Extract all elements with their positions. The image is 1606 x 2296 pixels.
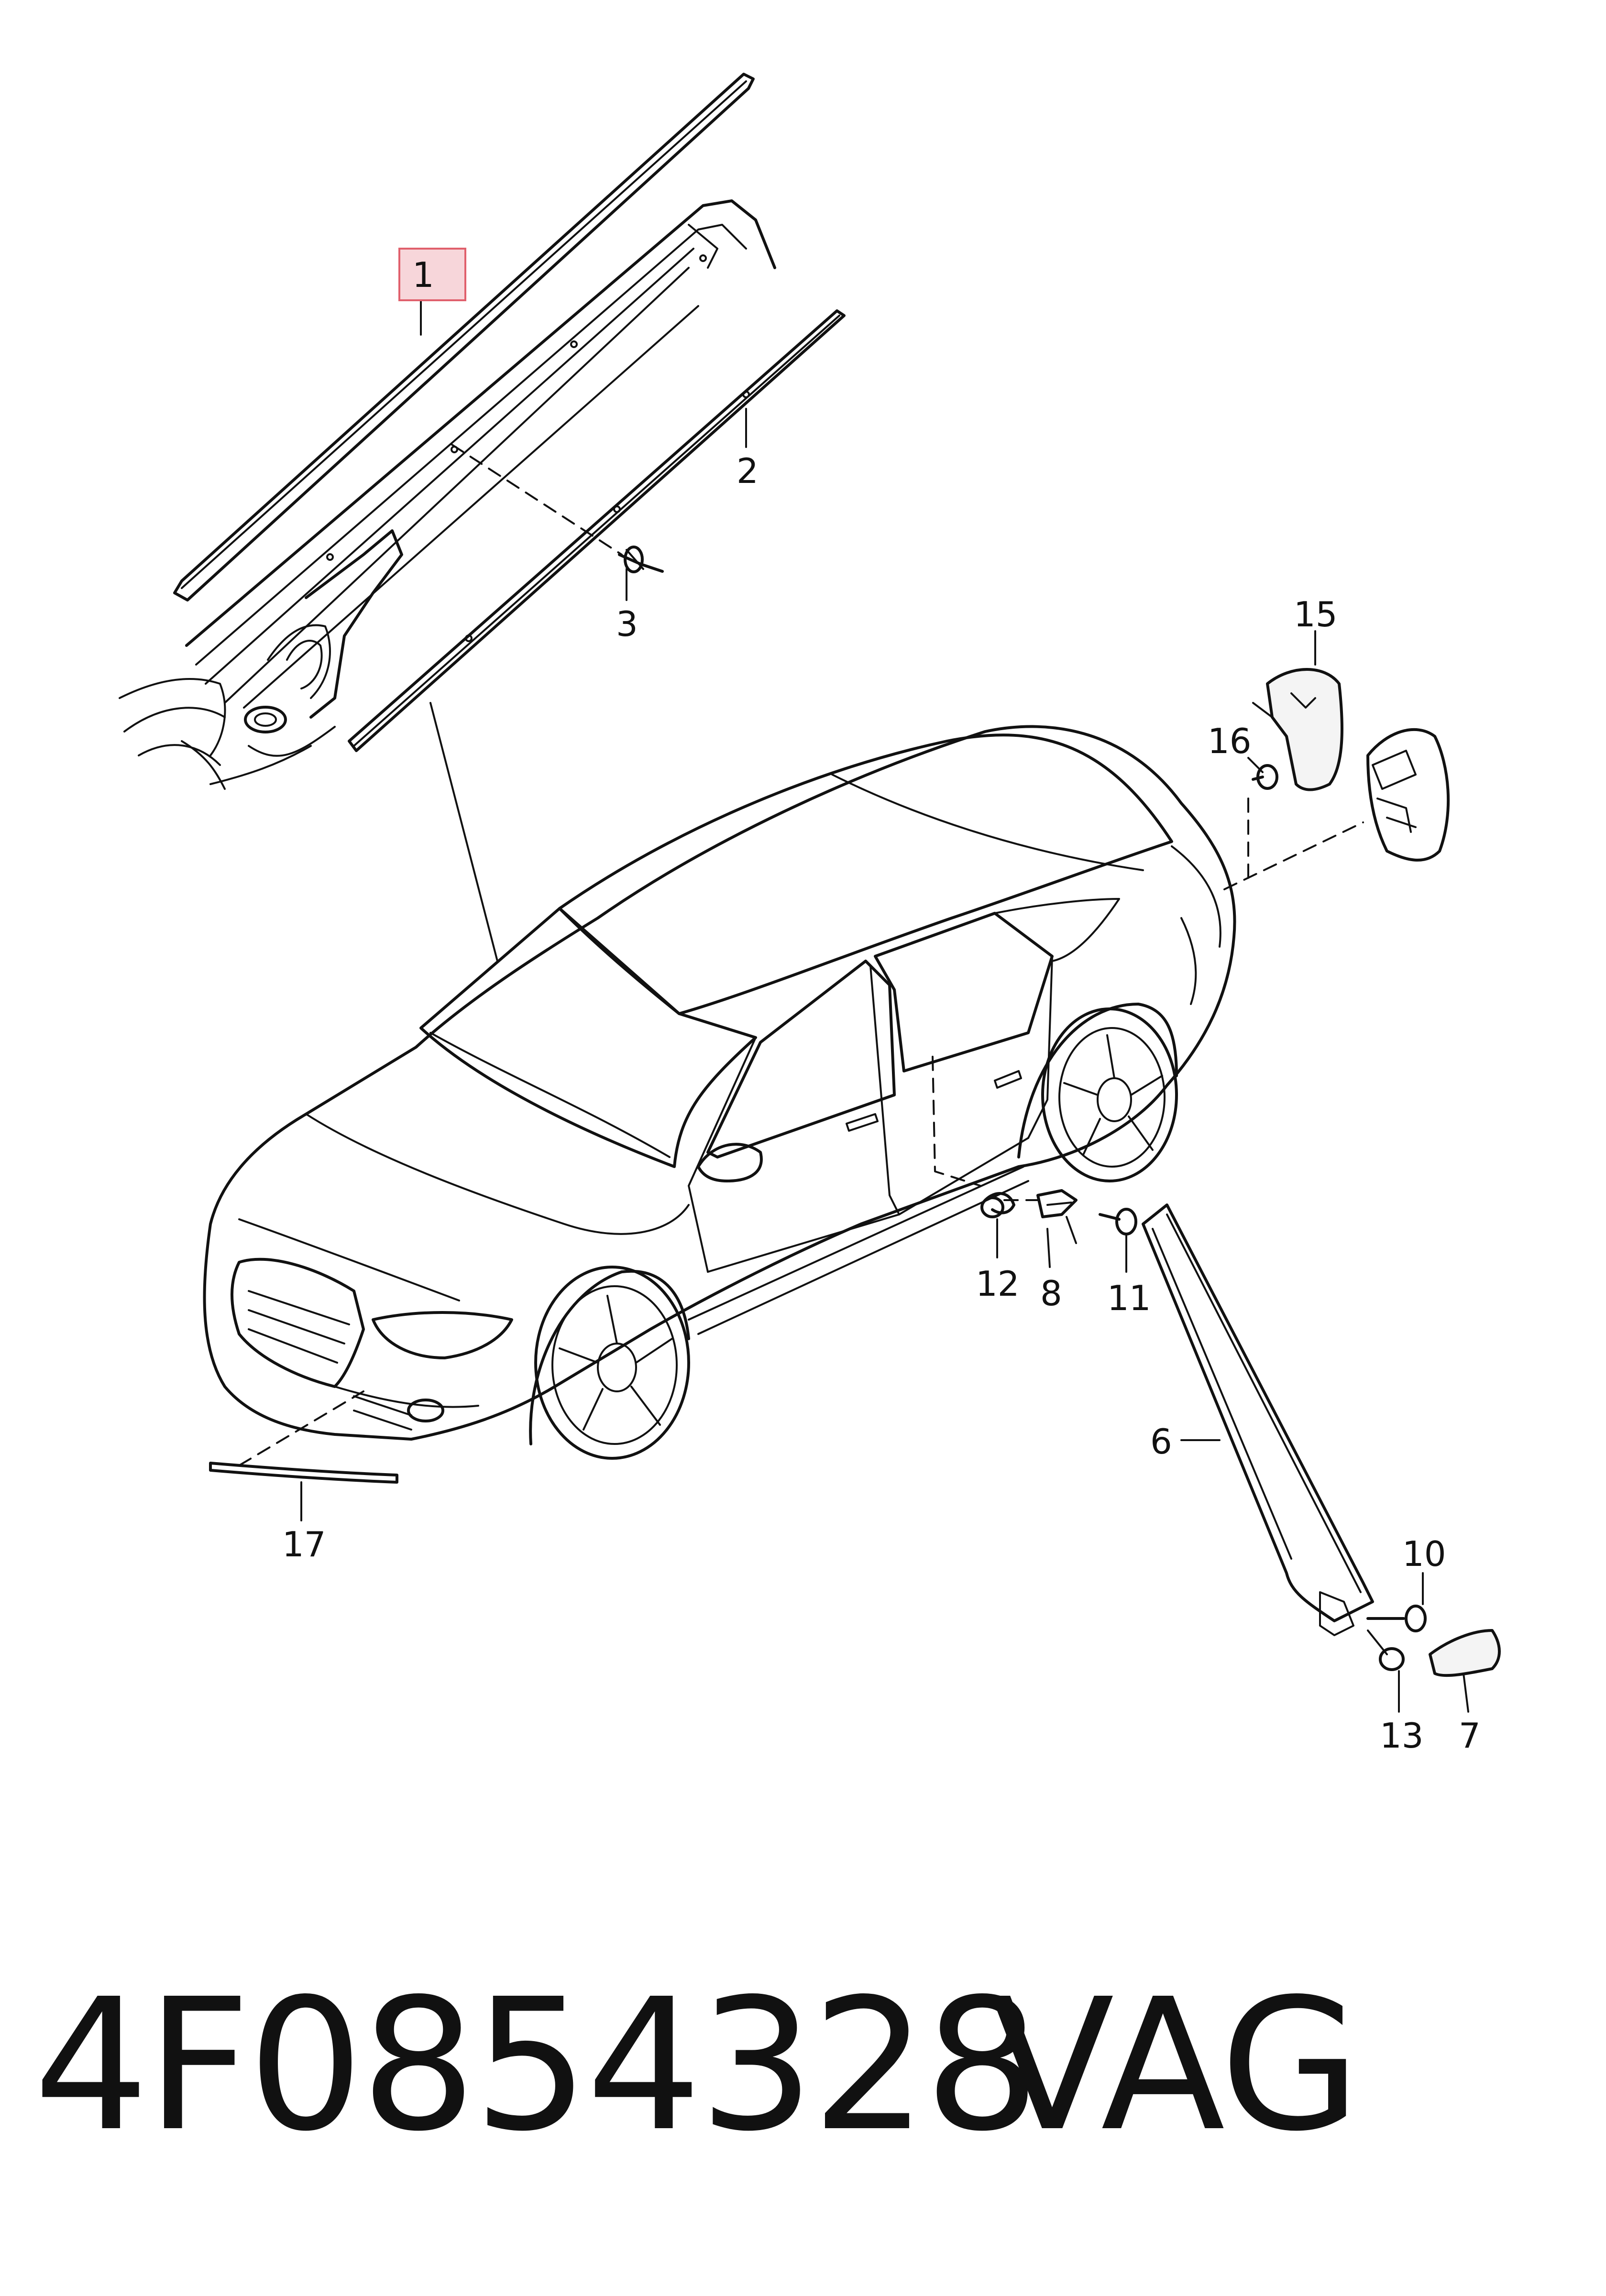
mirror-cap-part-15 bbox=[1252, 668, 1343, 791]
car-fog-light bbox=[407, 1399, 444, 1422]
car-headlight bbox=[372, 1311, 513, 1359]
roof-moulding-strip bbox=[173, 73, 755, 601]
bumper-strip-part-17 bbox=[209, 1462, 398, 1484]
car-front-side-window bbox=[706, 960, 896, 1159]
pillar-hole bbox=[244, 706, 287, 733]
car-side-mirror bbox=[697, 1143, 763, 1182]
screw-part-11 bbox=[1099, 1208, 1137, 1235]
front-wheel bbox=[529, 1266, 690, 1460]
door-trim-part-6 bbox=[1142, 1203, 1374, 1636]
roof-channel bbox=[185, 199, 776, 647]
clip-part-13 bbox=[1367, 1629, 1405, 1671]
part-number-label: 4F0854328 bbox=[33, 1959, 1040, 2171]
callout-8: 8 bbox=[1040, 1273, 1062, 1313]
callout-3: 3 bbox=[616, 604, 638, 644]
clip-part-8 bbox=[1036, 1189, 1078, 1244]
callout-16: 16 bbox=[1208, 721, 1252, 761]
callout-10: 10 bbox=[1402, 1534, 1446, 1574]
callout-11: 11 bbox=[1107, 1278, 1151, 1318]
car-outline bbox=[203, 725, 1236, 1441]
a-pillar-section bbox=[305, 529, 403, 719]
callout-2: 2 bbox=[737, 451, 759, 491]
callout-1: 1 bbox=[412, 255, 434, 295]
mirror-housing bbox=[1366, 728, 1450, 862]
callout-6: 6 bbox=[1150, 1421, 1172, 1462]
roof-detail bbox=[119, 73, 846, 962]
roof-to-car-leader bbox=[429, 702, 498, 962]
callout-7: 7 bbox=[1459, 1716, 1481, 1756]
screw-part-16 bbox=[1252, 764, 1278, 790]
rear-wheel bbox=[1017, 1003, 1178, 1182]
callout-17: 17 bbox=[282, 1524, 326, 1564]
clip-part-3 bbox=[618, 546, 664, 573]
clip-part-12 bbox=[980, 1192, 1015, 1218]
car-body bbox=[203, 725, 1236, 1460]
callout-1-highlight bbox=[398, 248, 466, 301]
roof-trim-strip bbox=[348, 309, 846, 752]
callout-12: 12 bbox=[976, 1264, 1020, 1304]
brand-label: VAG bbox=[990, 1959, 1361, 2171]
screw-part-10 bbox=[1366, 1605, 1427, 1632]
callout-15: 15 bbox=[1294, 594, 1338, 634]
cap-part-7 bbox=[1429, 1629, 1501, 1677]
callout-13: 13 bbox=[1380, 1716, 1424, 1756]
car-windshield bbox=[419, 907, 757, 1168]
